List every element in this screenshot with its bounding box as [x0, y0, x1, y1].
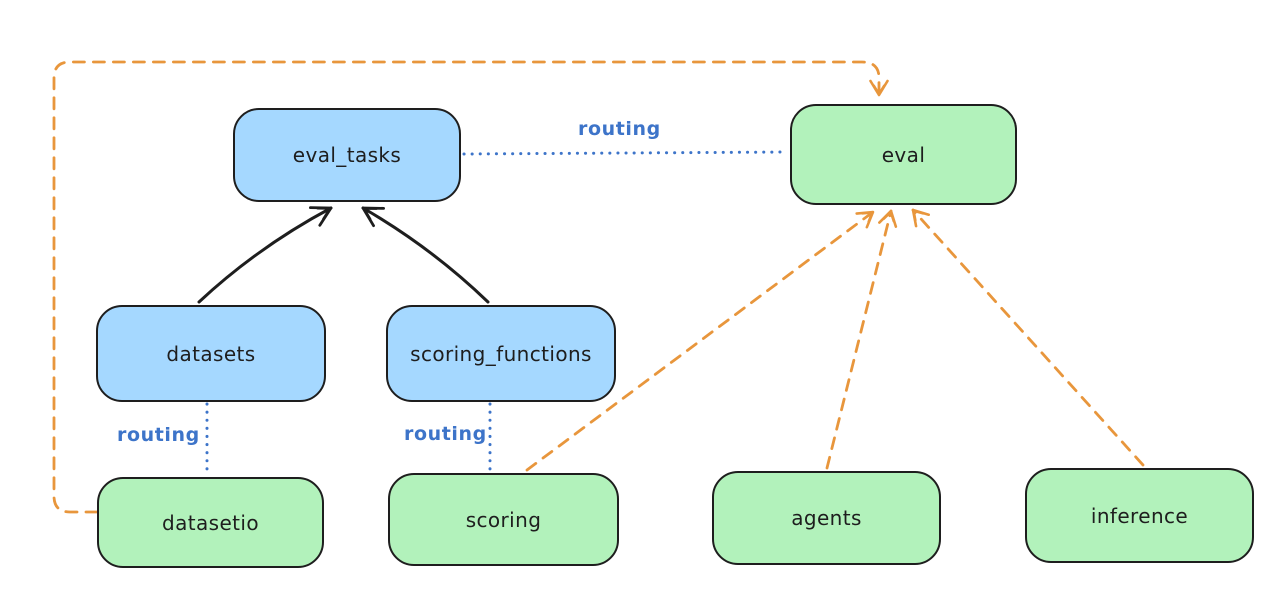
edge-datasets-to-eval-tasks	[197, 206, 333, 304]
edge-agents-to-eval	[825, 209, 898, 470]
node-scoring: scoring	[388, 471, 619, 566]
node-scoring-functions: scoring_functions	[386, 303, 616, 402]
node-agents: agents	[712, 469, 941, 565]
node-datasets-label: datasets	[166, 341, 256, 366]
node-datasetio-label: datasetio	[161, 510, 259, 535]
node-scoring-functions-label: scoring_functions	[410, 341, 592, 366]
node-agents-label: agents	[791, 506, 862, 530]
edge-label-routing-eval-tasks-eval: routing	[578, 118, 661, 140]
edge-label-routing-scoring-functions-scoring: routing	[404, 423, 487, 445]
node-eval-tasks: eval_tasks	[233, 106, 461, 202]
node-datasets: datasets	[96, 303, 326, 402]
node-datasetio: datasetio	[97, 475, 324, 568]
edge-scoring-functions-to-eval-tasks	[361, 206, 490, 304]
node-eval: eval	[790, 102, 1017, 205]
node-eval-label: eval	[881, 142, 926, 167]
edge-inference-to-eval	[911, 208, 1145, 467]
edge-label-routing-datasets-datasetio: routing	[117, 424, 200, 446]
node-inference: inference	[1025, 466, 1254, 563]
node-scoring-label: scoring	[465, 507, 542, 532]
node-inference-label: inference	[1090, 503, 1189, 528]
edge-scoring-to-eval	[525, 210, 875, 472]
edge-eval-tasks-to-eval-routing	[462, 150, 788, 156]
edge-datasetio-to-eval	[52, 60, 889, 514]
node-eval-tasks-label: eval_tasks	[292, 143, 402, 167]
